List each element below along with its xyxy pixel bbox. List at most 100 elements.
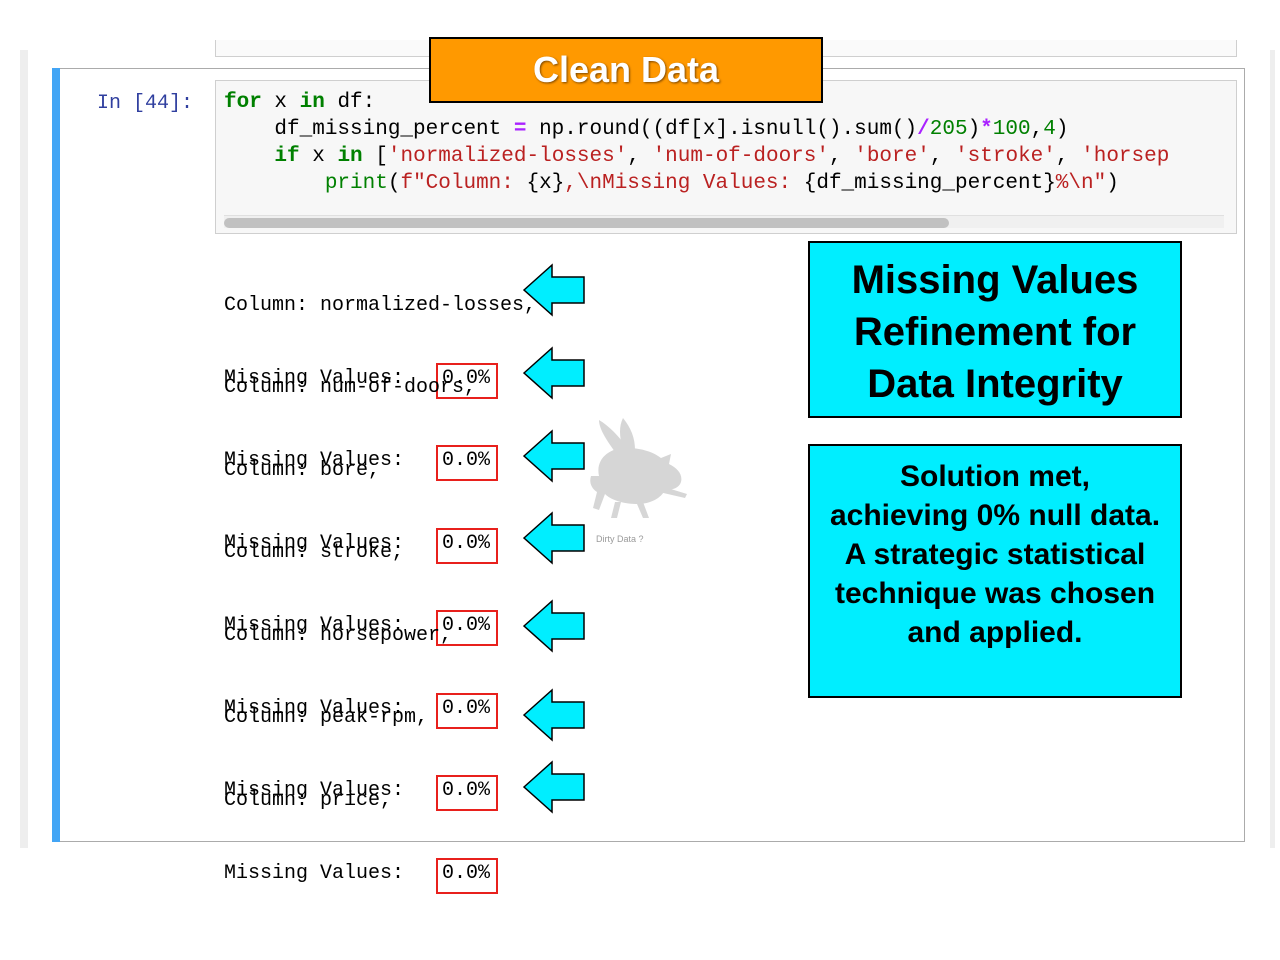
interpolation: {df_missing_percent} <box>803 172 1056 195</box>
callout-body-line: A strategic statistical <box>844 538 1146 571</box>
builtin-print: print <box>324 172 388 195</box>
callout-title-line: Data Integrity <box>867 362 1123 406</box>
callout-body-line: and applied. <box>907 616 1083 649</box>
missing-label: Missing Values: <box>224 614 417 637</box>
left-arrow-icon <box>522 760 585 814</box>
string-literal: "Column: <box>413 172 527 195</box>
missing-value: 0.0% <box>442 697 491 720</box>
column-line: Column: bore, <box>224 459 381 482</box>
code-token: ) <box>1106 172 1119 195</box>
scrollbar-thumb[interactable] <box>224 218 949 228</box>
cell-prompt: In [44]: <box>97 92 194 115</box>
code-token: , <box>829 145 855 168</box>
string-literal: 'normalized-losses' <box>387 145 628 168</box>
column-line: Column: stroke, <box>224 541 405 564</box>
left-arrow-icon <box>522 346 585 400</box>
missing-line: Missing Values: 0.0% <box>224 528 498 564</box>
string-literal: 'stroke' <box>955 145 1056 168</box>
missing-value: 0.0% <box>442 614 491 637</box>
number-literal: 4 <box>1043 118 1056 141</box>
string-literal: 'num-of-doors' <box>652 145 829 168</box>
output-entry: Column: normalized-losses, Missing Value… <box>224 246 536 438</box>
left-arrow-icon <box>522 429 585 483</box>
output-entry: Column: num-of-doors, Missing Values: 0.… <box>224 328 498 520</box>
operator-multiply: * <box>980 118 993 141</box>
output-entry: Column: stroke, Missing Values: 0.0% <box>224 493 498 685</box>
callout-body-box: Solution met, achieving 0% null data. A … <box>808 444 1182 698</box>
value-highlight-box <box>436 363 498 399</box>
missing-line: Missing Values: 0.0% <box>224 445 498 481</box>
flying-pig-icon <box>590 418 687 518</box>
code-token: x <box>261 91 300 114</box>
operator-divide: / <box>917 118 930 141</box>
missing-line: Missing Values: 0.0% <box>224 775 498 811</box>
code-token <box>224 172 325 195</box>
code-token: , <box>929 145 956 168</box>
code-token: , <box>1030 118 1044 141</box>
code-line-1: for x in df: <box>224 91 375 114</box>
missing-label: Missing Values: <box>224 697 417 720</box>
callout-body-line: technique was chosen <box>834 577 1156 610</box>
code-line-2: df_missing_percent = np.round((df[x].isn… <box>224 118 1068 141</box>
code-editor[interactable]: for x in df: df_missing_percent = np.rou… <box>215 80 1237 234</box>
value-highlight-box <box>436 858 498 894</box>
missing-label: Missing Values: <box>224 862 417 885</box>
output-entry: Column: horsepower, Missing Values: 0.0% <box>224 576 498 768</box>
horizontal-scrollbar[interactable] <box>224 215 1224 228</box>
column-line: Column: price, <box>224 789 393 812</box>
missing-label: Missing Values: <box>224 779 417 802</box>
output-entry: Column: bore, Missing Values: 0.0% <box>224 411 498 603</box>
clean-data-banner: Clean Data <box>429 37 823 103</box>
code-token: np.round((df[x].isnull().sum() <box>526 118 918 141</box>
keyword-if: if <box>274 145 300 168</box>
callout-body-line: achieving 0% null data. <box>829 499 1161 532</box>
string-literal: 'horsep <box>1081 145 1170 168</box>
missing-label: Missing Values: <box>224 367 417 390</box>
left-arrow-icon <box>522 599 585 653</box>
string-literal: 'bore' <box>854 145 930 168</box>
code-token: , <box>627 145 653 168</box>
code-token: x <box>299 145 338 168</box>
code-token: ) <box>1055 118 1069 141</box>
value-highlight-box <box>436 445 498 481</box>
missing-value: 0.0% <box>442 449 491 472</box>
value-highlight-box <box>436 693 498 729</box>
column-line: Column: horsepower, <box>224 624 453 647</box>
output-entry: Column: price, Missing Values: 0.0% <box>224 741 498 933</box>
left-arrow-icon <box>522 688 585 742</box>
value-highlight-box <box>436 775 498 811</box>
fstring-prefix: f <box>400 172 414 195</box>
code-token: [ <box>362 145 388 168</box>
keyword-for: for <box>224 91 262 114</box>
missing-line: Missing Values: 0.0% <box>224 693 498 729</box>
value-highlight-box <box>436 528 498 564</box>
string-literal: %\n" <box>1055 172 1107 195</box>
missing-value: 0.0% <box>442 779 491 802</box>
keyword-in: in <box>337 145 363 168</box>
interpolation: {x} <box>526 172 565 195</box>
number-literal: 100 <box>992 118 1031 141</box>
code-token <box>224 145 274 168</box>
callout-title-box: Missing Values Refinement for Data Integ… <box>808 241 1182 418</box>
selected-cell-indicator <box>52 68 60 842</box>
left-arrow-icon <box>522 511 585 565</box>
code-token: ( <box>387 172 401 195</box>
missing-line: Missing Values: 0.0% <box>224 363 536 399</box>
code-line-4: print(f"Column: {x},\nMissing Values: {d… <box>224 172 1119 195</box>
left-arrow-icon <box>522 263 585 317</box>
callout-title-line: Refinement for <box>853 310 1137 354</box>
missing-value: 0.0% <box>442 532 491 555</box>
string-literal: ,\nMissing Values: <box>564 172 804 195</box>
watermark-caption: Dirty Data ? <box>596 534 644 544</box>
column-line: Column: peak-rpm, <box>224 706 429 729</box>
column-line: Column: normalized-losses, <box>224 294 537 317</box>
value-highlight-box <box>436 610 498 646</box>
code-line-3: if x in ['normalized-losses', 'num-of-do… <box>224 145 1169 168</box>
output-entry: Column: peak-rpm, Missing Values: 0.0% <box>224 658 498 850</box>
callout-title-line: Missing Values <box>851 258 1139 302</box>
callout-body-line: Solution met, <box>900 460 1090 493</box>
missing-line: Missing Values: 0.0% <box>224 858 498 894</box>
missing-line: Missing Values: 0.0% <box>224 610 498 646</box>
code-token: df_missing_percent <box>224 118 514 141</box>
keyword-in: in <box>299 91 325 114</box>
